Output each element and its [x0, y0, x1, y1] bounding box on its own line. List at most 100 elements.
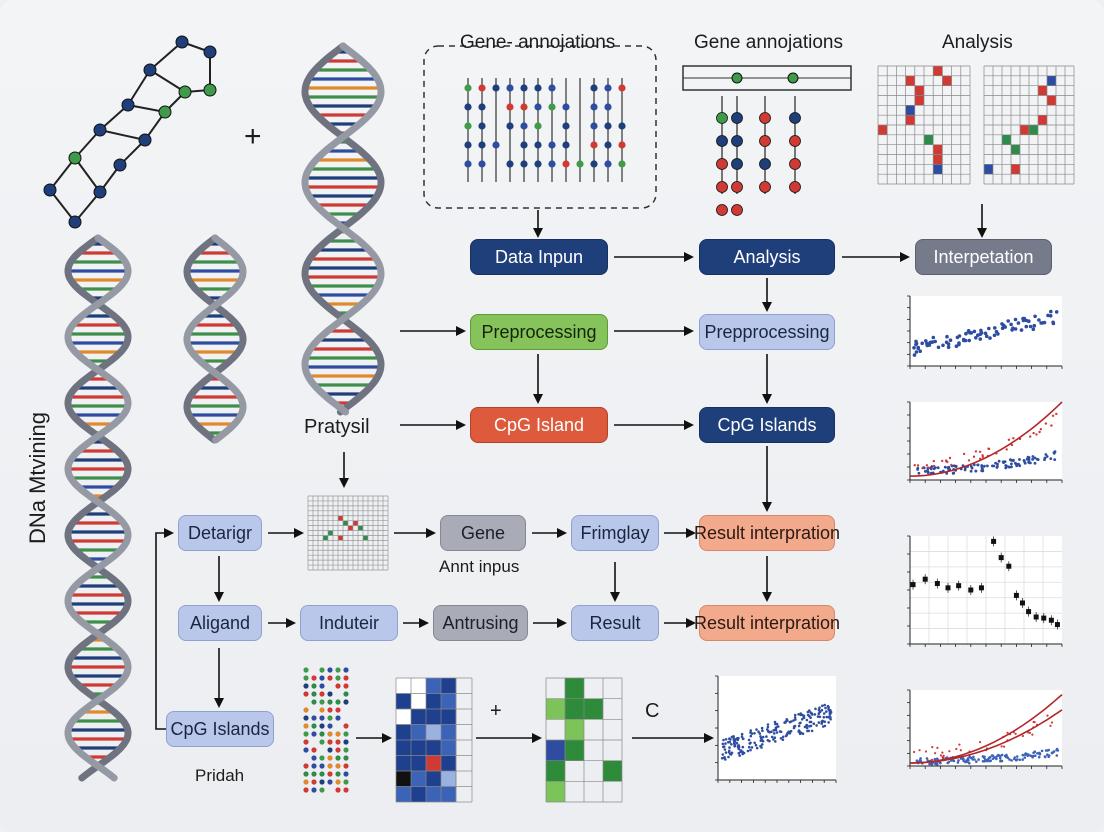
annotation-dot	[562, 103, 570, 111]
preprocessing-box[interactable]: Preprocessing	[470, 314, 608, 350]
track-marker	[731, 72, 743, 84]
matrix-dot	[311, 675, 317, 681]
scatter-point	[942, 754, 945, 758]
heatmap-cell	[396, 724, 411, 740]
scatter-point	[1012, 458, 1015, 462]
heatmap-cell	[363, 535, 368, 541]
scatter-point	[770, 735, 774, 739]
induteir-box[interactable]: Induteir	[300, 605, 398, 641]
result-box[interactable]: Result	[571, 605, 659, 641]
scatter-point	[952, 464, 956, 468]
scatter-point	[722, 745, 726, 748]
plus-sign-bottom: +	[490, 700, 502, 722]
detarigr-box[interactable]: Detarigr	[178, 515, 262, 551]
scatter-point	[766, 739, 770, 742]
scatter-point	[924, 750, 928, 753]
scatter-point	[749, 729, 753, 732]
scatter-point	[806, 713, 810, 717]
heatmap-cell	[396, 678, 411, 694]
scatter-plot-2	[907, 401, 1063, 483]
antrusing-box[interactable]: Antrusing	[433, 605, 528, 641]
cpg-islands-light-box[interactable]: CpG Islands	[166, 711, 274, 747]
matrix-dot	[319, 675, 325, 681]
blue-matrix	[395, 677, 457, 803]
cpg-islands-navy-box[interactable]: CpG Islands	[699, 407, 835, 443]
heatmap-cell	[546, 740, 565, 761]
result-interpration-box-2[interactable]: Result interpration	[694, 605, 840, 641]
scatter-point	[774, 722, 777, 726]
scatter-point	[951, 759, 955, 762]
scatter-point	[979, 741, 982, 744]
scatter-point	[740, 735, 744, 739]
track-marker	[787, 72, 799, 84]
annotation-dot	[464, 122, 472, 130]
scatter-point	[1000, 745, 1003, 748]
scatter-point	[823, 703, 826, 707]
heatmap-cell	[441, 771, 456, 787]
scatter-point	[760, 746, 763, 749]
matrix-dot	[343, 667, 349, 673]
scatter-point	[1013, 317, 1018, 322]
scatter-point	[727, 750, 731, 754]
gene-box[interactable]: Gene	[440, 515, 526, 551]
matrix-dot	[319, 667, 325, 673]
heatmap-cell	[411, 740, 426, 756]
scatter-point	[992, 333, 997, 338]
data-input-box[interactable]: Data Inpun	[470, 239, 608, 275]
scatter-point	[749, 734, 753, 738]
analysis-box[interactable]: Analysis	[699, 239, 835, 275]
scatter-point	[809, 711, 812, 714]
heatmap-cell	[426, 786, 441, 802]
scatter-point	[981, 755, 985, 758]
scatter-point	[815, 724, 818, 727]
scatter-point	[753, 732, 756, 735]
dot-marker	[910, 582, 916, 588]
scatter-point	[766, 728, 769, 731]
scatter-point	[926, 471, 930, 475]
result-interpration-box-1[interactable]: Result interpration	[694, 515, 840, 551]
annotation-dot	[759, 158, 771, 170]
annotation-dot	[716, 204, 728, 216]
scatter-point	[741, 737, 745, 741]
prepprocessing-box[interactable]: Prepprocessing	[699, 314, 835, 350]
scatter-point	[965, 760, 969, 764]
scatter-point	[775, 731, 779, 734]
scatter-point	[966, 329, 971, 334]
scatter-point	[1033, 750, 1037, 753]
scatter-point	[1032, 323, 1037, 328]
scatter-point	[980, 464, 984, 467]
matrix-dot	[303, 715, 309, 721]
matrix-dot	[343, 739, 349, 745]
heatmap-cell	[905, 115, 915, 125]
scatter-point	[1037, 755, 1041, 759]
scatter-point	[1052, 750, 1056, 753]
heatmap-cell	[411, 693, 426, 709]
matrix-dot	[319, 683, 325, 689]
scatter-point	[816, 715, 820, 718]
cpg-island-box[interactable]: CpG Island	[470, 407, 608, 443]
scatter-point	[1001, 460, 1005, 464]
molecule-atom	[158, 105, 172, 119]
scatter-point	[721, 742, 725, 746]
scatter-point	[972, 455, 976, 458]
aligand-box[interactable]: Aligand	[178, 605, 262, 641]
scatter-point	[1011, 326, 1015, 331]
heatmap-cell	[426, 724, 441, 740]
scatter-point	[1046, 313, 1050, 318]
matrix-dot	[319, 691, 325, 697]
scatter-point	[736, 737, 739, 740]
scatter-point	[1053, 458, 1057, 461]
matrix-dot	[311, 779, 317, 785]
frimglay-box[interactable]: Frimglay	[571, 515, 659, 551]
c-label: C	[645, 700, 660, 722]
heatmap-cell	[905, 75, 915, 86]
heatmap-cell	[933, 66, 943, 76]
matrix-dot	[303, 771, 309, 777]
scatter-point	[1018, 758, 1022, 762]
scatter-point	[1007, 438, 1011, 441]
scatter-point	[798, 732, 802, 735]
scatter-point	[956, 761, 960, 764]
scatter-point	[739, 750, 742, 754]
matrix-dot	[303, 787, 309, 793]
interpretation-box[interactable]: Interpetation	[915, 239, 1052, 275]
